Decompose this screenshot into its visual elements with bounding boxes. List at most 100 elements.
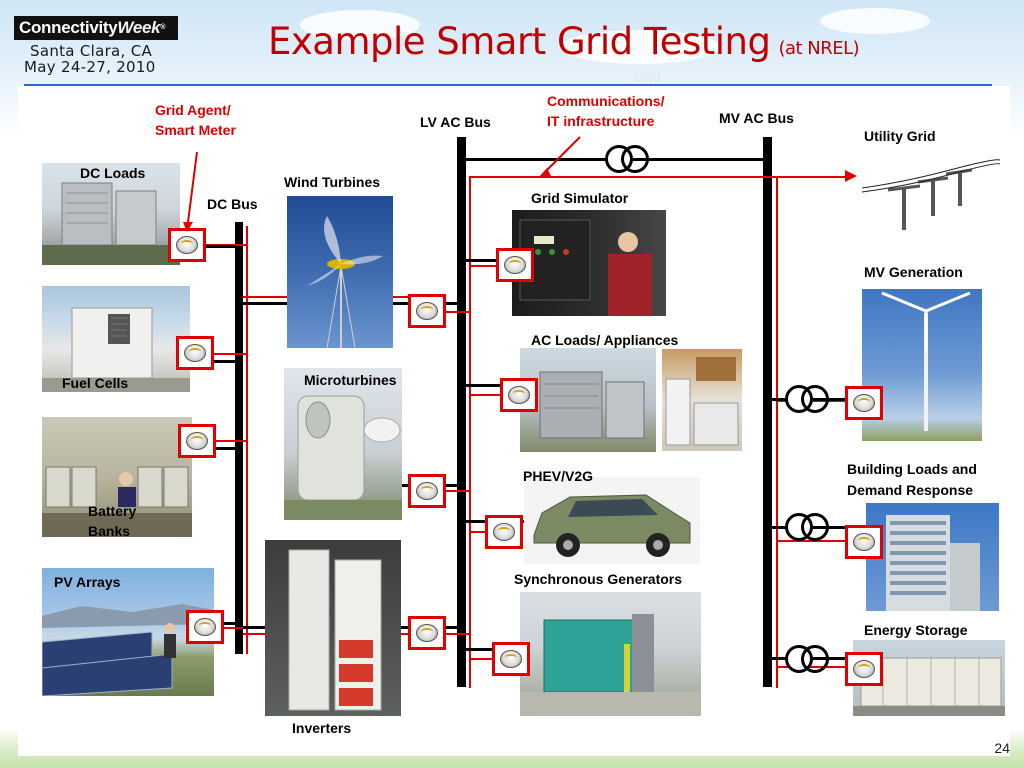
dc-bus-label: DC Bus [207,196,258,212]
link-pv [224,627,246,629]
tap-grid-sim [466,259,512,262]
lv-bus-comm-line [469,176,471,688]
smart-meter-icon [845,386,883,420]
phev-car-photo [524,477,700,564]
lv-ac-bus-bar [457,137,466,687]
dc-bus-bar [235,222,243,654]
grid-agent-arrowhead-icon [183,222,193,232]
smart-meter-icon [845,652,883,686]
title-rule [24,84,992,87]
comm-backbone-line [469,176,845,178]
link-fuel-cells [210,353,246,355]
background-cloud [560,30,720,64]
background-cloud [820,8,930,34]
dc-loads-label: DC Loads [80,165,146,181]
ac-loads-photo-kitchen [662,349,742,451]
dc-loads-photo [42,163,180,265]
background-cloud [300,10,420,40]
mv-ac-bus-bar [763,137,772,687]
smart-meter-icon [186,610,224,644]
building-loads-label-1: Building Loads and [847,461,977,477]
battery-label-2: Banks [88,523,131,539]
link-building [776,540,846,542]
inverters-label: Inverters [292,720,352,736]
microturbines-photo [284,368,402,520]
link-wind-lv [446,311,469,313]
page-title: Example Smart Grid Testing (at NREL) [268,20,860,63]
grid-agent-label-1: Grid Agent/ [155,102,231,118]
comms-pointer [544,136,581,173]
event-dates: May 24-27, 2010 [24,58,156,76]
link-inverter-lv [446,633,469,635]
logo-registered-mark: ® [160,24,166,31]
smart-meter-icon [176,336,214,370]
smart-meter-icon [845,525,883,559]
dc-bus-comm-line [246,226,248,654]
pv-arrays-label: PV Arrays [54,574,121,590]
wind-turbines-label: Wind Turbines [284,174,381,190]
transformer-icon [785,645,829,673]
mv-generation-label: MV Generation [864,264,963,280]
smart-meter-icon [485,515,523,549]
logo-week-text: Week [117,18,161,37]
smart-meter-icon [178,424,216,458]
smart-meter-icon [408,474,446,508]
comms-label-2: IT infrastructure [547,113,655,129]
phev-label: PHEV/V2G [523,468,594,484]
grid-simulator-label: Grid Simulator [531,190,629,206]
comms-label-1: Communications/ [547,93,665,109]
transformer-icon [785,385,829,413]
tap-inverters [243,626,265,629]
grid-agent-label-2: Smart Meter [155,122,236,138]
tap-wind [243,302,287,305]
link-grid-sim [469,265,497,267]
fuel-cells-photo [42,286,190,392]
smart-meter-icon [496,248,534,282]
wind-turbines-photo [287,196,393,348]
event-location: Santa Clara, CA [30,42,153,60]
tap-pv [214,622,235,625]
smart-meter-icon [408,616,446,650]
grid-faint-label: Grid [634,70,661,85]
synchronous-generator-photo [520,592,701,716]
battery-label-1: Battery [88,503,137,519]
mv-bus-comm-line [776,176,778,688]
tap-ac-loads [466,384,520,387]
lv-ac-bus-label: LV AC Bus [420,114,491,130]
smart-meter-icon [408,294,446,328]
utility-grid-label: Utility Grid [864,128,936,144]
link-micro-lv [446,490,469,492]
logo-main-text: Connectivity [19,18,118,37]
link-battery [213,440,246,442]
title-main: Example Smart Grid Testing [268,20,771,63]
smart-meter-icon [492,642,530,676]
link-sync-gen [469,658,497,660]
microturbines-label: Microturbines [304,372,397,388]
fuel-cells-label: Fuel Cells [62,375,129,391]
ac-loads-photo-outdoor [520,348,656,452]
page-number: 24 [994,740,1010,756]
link-phev [469,531,486,533]
ac-loads-label: AC Loads/ Appliances [531,332,679,348]
building-loads-label-2: Demand Response [847,482,974,498]
inverters-photo [265,540,401,716]
pv-arrays-photo [42,568,214,696]
transformer-icon [605,145,649,173]
battery-banks-photo [42,417,192,537]
grid-agent-pointer [187,151,198,223]
comms-arrowhead-icon [538,168,551,178]
title-sub: (at NREL) [778,38,860,59]
sync-generators-label: Synchronous Generators [514,571,683,587]
smart-meter-icon [168,228,206,262]
building-loads-photo [866,503,999,611]
smart-meter-icon [500,378,538,412]
power-pole-icon [887,168,973,230]
arrow-to-utility-icon [845,170,857,182]
connectivity-week-logo: ConnectivityWeek® [14,16,178,40]
grid-simulator-photo [512,210,666,316]
energy-storage-label: Energy Storage [864,622,968,638]
mv-ac-bus-label: MV AC Bus [719,110,794,126]
transformer-icon [785,513,829,541]
link-ac-loads [469,394,500,396]
